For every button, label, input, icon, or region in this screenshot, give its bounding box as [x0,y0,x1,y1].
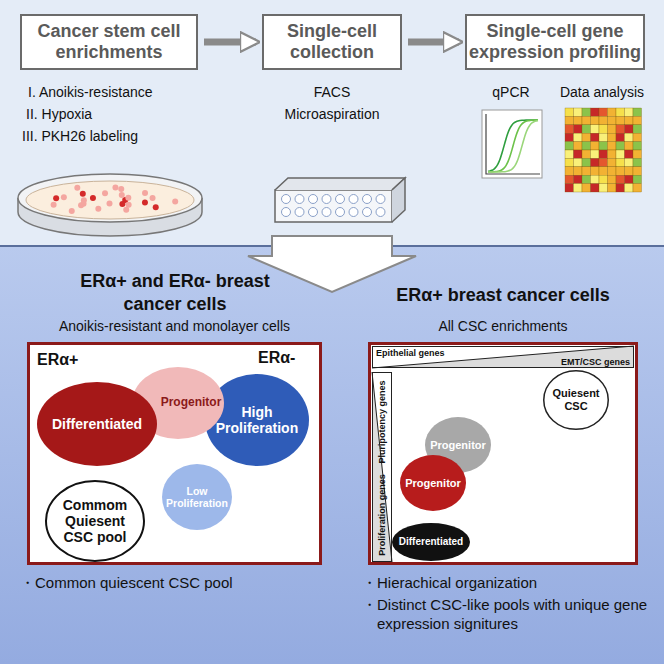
down-arrow [248,236,416,292]
text-holder: Differentiated [392,523,470,561]
step-label: I. Anoikis-resistance [28,84,153,102]
panel-label: ERα+ [37,350,78,370]
node-label: Commom Quiesent CSC pool [45,497,145,545]
panel-label: ERα+ breast cancer cells [393,284,613,307]
text-holder: High Proliferation [205,374,309,466]
node-label: Quiesent CSC [543,387,609,412]
panel-label: ・Distinct CSC-like pools with unique gen… [362,596,654,634]
node-label: Differentiated [52,416,142,432]
node-label: Proliferation genes [377,474,387,556]
text-holder: Progenitor [400,455,466,511]
step-label: II. Hypoxia [26,106,92,124]
node-label: Differentiated [399,536,463,548]
step-box: Single-cell gene expression profiling [465,14,645,70]
heatmap [565,108,642,192]
panel-label: ・Hierachical organization [362,574,537,593]
node-label: Progenitor [405,477,461,490]
node-label: Low Proliferation [162,485,232,509]
text-holder: Single-cell collection [262,14,402,70]
cell-state-circle: High Proliferation [205,374,309,466]
text-holder: Commom Quiesent CSC pool [45,480,145,562]
node-label: Cancer stem cell enrichments [20,21,198,62]
cell-state-circle: Progenitor [400,455,466,511]
panel-box: Anoikis-resistant and monolayer cellsDif… [27,342,322,565]
step-label: III. PKH26 labeling [22,128,138,146]
node-label: Anoikis-resistant and monolayer cells [7,318,342,334]
cell-state-circle: Low Proliferation [162,464,232,530]
cell-state-ellipse: Differentiated [37,382,157,466]
well-plate [275,178,405,222]
flow-arrow [408,39,459,46]
step-box: Single-cell collection [262,14,402,70]
step-box: Cancer stem cell enrichments [20,14,198,70]
step-label: Microaspiration [262,106,402,124]
text-holder: Differentiated [37,382,157,466]
panel-label: ERα+ and ERα- breast cancer cells [80,270,270,315]
text-holder: Low Proliferation [162,464,232,530]
qpcr-plot [482,110,542,178]
csc-pool-circle: Commom Quiesent CSC pool [45,480,145,562]
bottom-panel [0,246,664,664]
node-label: EMT/CSC genes [561,357,630,367]
node-label: Single-cell collection [262,21,402,62]
flow-arrow [204,39,256,46]
gene-gradient-band: Pluripotency genesProliferation genes [372,372,392,562]
step-label: FACS [262,84,402,102]
step-label: Data analysis [550,84,654,102]
node-label: All CSC enrichments [348,318,658,334]
node-label: Single-cell gene expression profiling [465,21,645,62]
petri-dish [18,174,202,236]
panel-box: All CSC enrichmentsEpithelial genesEMT/C… [368,342,638,565]
text-holder: Quiesent CSC [543,370,609,430]
node-label: Progenitor [430,439,486,452]
panel-label: ERα- [258,348,295,368]
top-panel [0,0,664,246]
text-holder: Cancer stem cell enrichments [20,14,198,70]
node-label: Epithelial genes [376,348,445,358]
node-label: Pluripotency genes [377,380,387,463]
csc-pool-circle: Quiesent CSC [543,370,609,430]
panel-label: ・Common quiescent CSC pool [20,574,233,593]
step-label: qPCR [478,84,544,102]
cell-state-circle: Differentiated [392,523,470,561]
text-holder: Single-cell gene expression profiling [465,14,645,70]
gene-gradient-band: Epithelial genesEMT/CSC genes [372,346,634,368]
